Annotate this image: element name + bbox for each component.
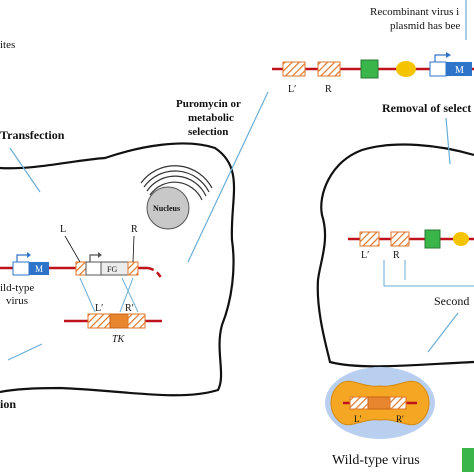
gene-label-l-prime-top: L′ xyxy=(288,84,296,95)
gene-label-r-top: R xyxy=(325,84,332,95)
gene-label-l-prime-left: L′ xyxy=(95,303,103,314)
gene-r-prime-left xyxy=(127,313,146,329)
pointer-second xyxy=(427,312,459,353)
gene-label-l-prime-virus: L′ xyxy=(354,414,361,424)
promoter-arrow-left xyxy=(16,254,27,262)
wild-type-label-line1: ild-type xyxy=(0,282,34,294)
top-right-caption-line1: Recombinant virus i xyxy=(370,6,459,18)
bottom-left-fragment: ion xyxy=(0,397,16,411)
gene-label-r-prime-left: R′ xyxy=(125,303,134,314)
promoter-arrowhead-fg xyxy=(98,252,102,258)
selection-label-line1: Puromycin or xyxy=(176,98,241,110)
crossover-line-2 xyxy=(119,277,134,313)
yellow-gene-right xyxy=(453,232,469,246)
promoter-arrowhead-top xyxy=(446,52,451,58)
yellow-gene-top xyxy=(396,61,416,77)
gene-l-prime-virus xyxy=(349,396,369,410)
promoter-box-fg xyxy=(85,261,102,276)
nucleus xyxy=(140,165,213,230)
marker-label-m-left: M xyxy=(35,264,43,274)
marker-m-left xyxy=(29,262,49,275)
gene-label-l-left: L xyxy=(60,224,66,235)
removal-label: Removal of select xyxy=(382,101,471,115)
top-right-caption-line2: plasmid has bee xyxy=(390,20,460,32)
wild-type-label-line2: virus xyxy=(6,295,28,307)
bracket-right xyxy=(383,260,474,287)
leader-r-left xyxy=(132,235,135,263)
selection-label-line2: metabolic xyxy=(188,112,234,124)
gene-label-r-prime-virus: R′ xyxy=(396,414,404,424)
crossover-line-1 xyxy=(79,277,96,313)
plasmid-construct-left xyxy=(0,252,164,281)
second-label: Second xyxy=(434,294,469,308)
gene-label-r-right: R xyxy=(393,250,400,261)
gene-l-prime-top xyxy=(282,61,306,77)
gene-l-prime-right xyxy=(359,231,380,247)
promoter-arrowhead-left xyxy=(27,252,31,258)
pointer-selection xyxy=(187,91,269,263)
gene-tk-virus xyxy=(367,396,391,410)
gene-r-left xyxy=(127,261,139,276)
crossover-line-3 xyxy=(121,277,139,313)
green-gene-right xyxy=(424,229,441,249)
gene-l-left xyxy=(75,261,87,276)
pointer-wild-type-left xyxy=(7,343,43,361)
gene-tk xyxy=(109,313,129,329)
gene-r-prime-virus xyxy=(389,396,407,410)
gene-label-r-left: R xyxy=(131,224,138,235)
green-legend-fragment xyxy=(462,448,474,472)
wild-type-virus-label: Wild-type virus xyxy=(332,453,420,468)
gene-label-tk: TK xyxy=(112,334,126,345)
viral-genome-left xyxy=(64,313,162,329)
left-cell-outline xyxy=(0,142,236,397)
right-cell-outline xyxy=(316,143,474,368)
marker-m-top xyxy=(446,62,472,76)
promoter-box-left xyxy=(12,261,30,276)
promoter-box-top xyxy=(429,61,447,77)
transfection-label: Transfection xyxy=(0,128,65,142)
recombinant-construct-right xyxy=(348,229,474,249)
gene-r-right xyxy=(390,231,410,247)
leader-l-left xyxy=(64,235,81,263)
pointer-transfection xyxy=(9,147,41,193)
pointer-removal xyxy=(445,117,451,165)
promoter-arrow-top xyxy=(434,54,446,62)
selection-label-line3: selection xyxy=(188,126,228,138)
gene-r-top xyxy=(317,61,341,77)
marker-label-m-top: M xyxy=(455,65,464,76)
wild-type-virus-particle xyxy=(325,367,435,439)
sites-label: ites xyxy=(0,39,15,51)
gene-l-prime-left xyxy=(87,313,111,329)
gene-label-l-prime-right: L′ xyxy=(361,250,369,261)
promoter-arrow-fg xyxy=(89,254,98,262)
green-gene-top xyxy=(360,59,379,79)
nucleus-label: Nucleus xyxy=(153,204,180,213)
gene-label-fg: FG xyxy=(107,265,117,274)
plasmid-construct-top xyxy=(272,52,474,79)
